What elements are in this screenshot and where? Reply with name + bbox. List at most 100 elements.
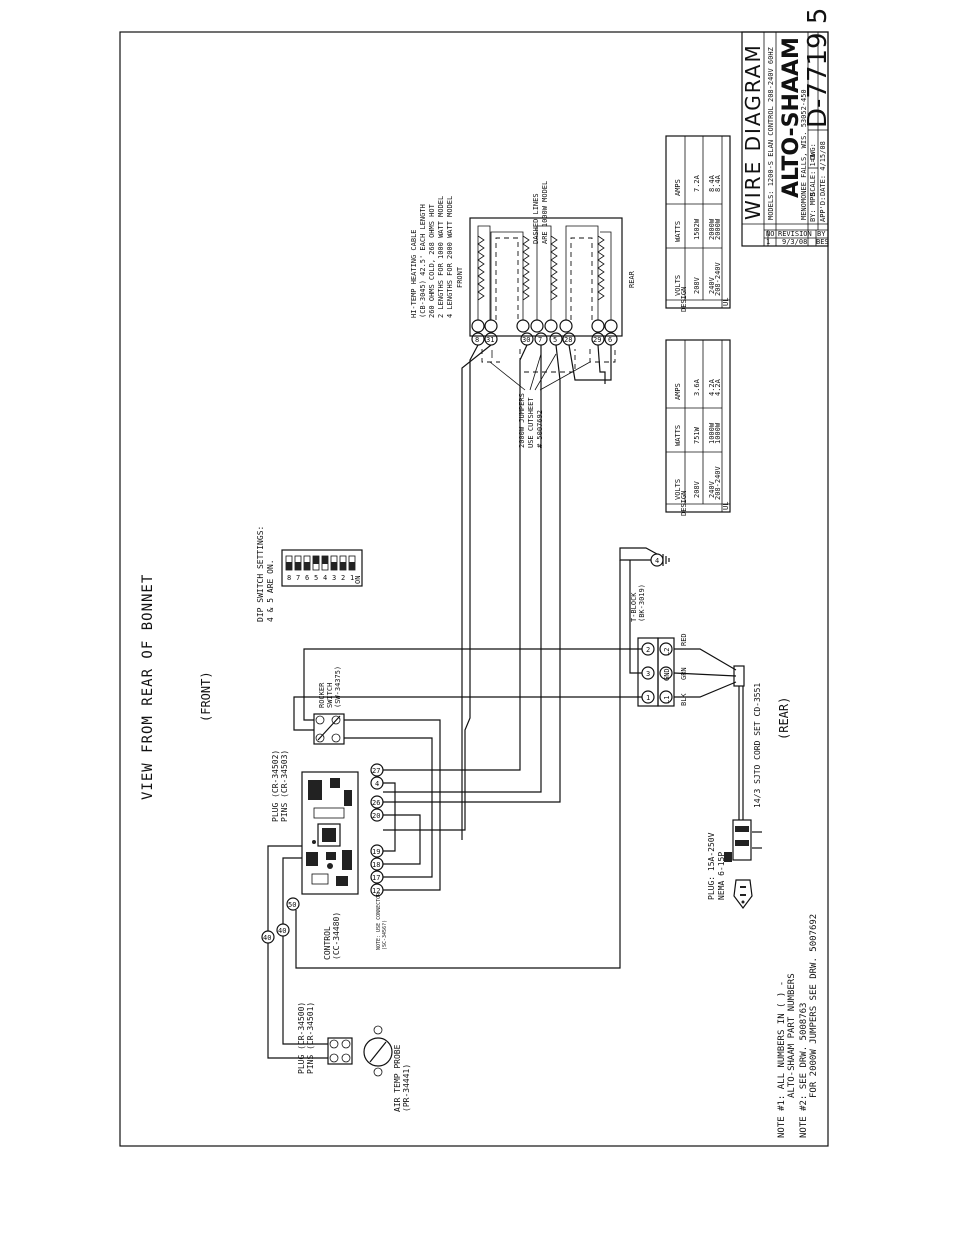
probe-pin-40b: 40 bbox=[278, 927, 286, 935]
t1000-h-watts: WATTS bbox=[674, 425, 682, 446]
control-pin-27: 27 bbox=[372, 767, 380, 775]
plug-top-label: PLUG (CR-34502) PINS (CR-34503) bbox=[271, 750, 289, 822]
t1000-r1-watts: 751W bbox=[693, 426, 701, 444]
t1000-r2-watts: 1000W bbox=[708, 422, 716, 444]
terminal-7: 7 bbox=[538, 336, 542, 344]
terminal-31: 31 bbox=[486, 336, 494, 344]
t2000-r1-volts: 208V bbox=[693, 276, 701, 294]
svg-text:PLUG (CR-34500): PLUG (CR-34500) bbox=[297, 1002, 306, 1074]
table-2000w: VOLTS WATTS AMPS 208V 1502W 7.2A 240V 20… bbox=[665, 135, 731, 312]
svg-text:PLUG: 15A-250V: PLUG: 15A-250V bbox=[707, 832, 716, 900]
svg-text:AIR TEMP PROBE: AIR TEMP PROBE bbox=[393, 1044, 402, 1112]
t2000-h-watts: WATTS bbox=[674, 221, 682, 242]
terminal-29: 29 bbox=[593, 336, 601, 344]
control-pin-19: 19 bbox=[372, 848, 380, 856]
diagram-border bbox=[119, 31, 829, 1147]
rear-label: (REAR) bbox=[777, 697, 791, 740]
heater-rear-label: REAR bbox=[628, 270, 636, 288]
t2000-r2-watts: 2000W bbox=[708, 218, 716, 240]
view-label: VIEW FROM REAR OF BONNET bbox=[140, 574, 156, 800]
t1000-side-design: DESIGN bbox=[680, 491, 688, 516]
svg-text:5: 5 bbox=[314, 574, 318, 582]
front-label: (FRONT) bbox=[199, 671, 213, 722]
svg-text:SWITCH: SWITCH bbox=[326, 683, 334, 708]
brand-logo: ALTO-SHAAM bbox=[779, 37, 804, 198]
t1000-side-ul: UL bbox=[722, 502, 730, 510]
control-board-outline bbox=[301, 771, 359, 895]
control-board: 27 4 26 20 19 18 17 12 50 bbox=[286, 763, 384, 911]
svg-text:ALTO-SHAAM PART NUMBERS: ALTO-SHAAM PART NUMBERS bbox=[787, 973, 797, 1098]
svg-text:2000W JUMPERS: 2000W JUMPERS bbox=[518, 393, 526, 448]
rev-header-revision: REVISION bbox=[778, 230, 812, 238]
rev-date: 9/3/08 bbox=[782, 238, 807, 246]
rev-by: BES bbox=[816, 238, 829, 246]
rocker-label: ROCKER SWITCH (SW-34375) bbox=[318, 666, 342, 708]
rocker-switch bbox=[313, 713, 345, 745]
by-text: BY: MPB bbox=[809, 192, 817, 222]
note-2: NOTE #2: SEE DRW. 5008763 FOR 2000W JUMP… bbox=[799, 914, 819, 1138]
svg-text:CONTROL: CONTROL bbox=[323, 926, 332, 960]
t2000-r3-amps: 8.4A bbox=[714, 174, 722, 192]
t1000-r3-amps: 4.2A bbox=[714, 378, 722, 396]
tblock-label: T-BLOCK (BK-3019) bbox=[630, 584, 646, 622]
t1000-r1-volts: 208V bbox=[693, 480, 701, 498]
svg-text:4 LENGTHS FOR 2000 WATT MODEL: 4 LENGTHS FOR 2000 WATT MODEL bbox=[446, 196, 454, 318]
scale-text: SCALE: 1=1 bbox=[809, 154, 817, 196]
svg-text:BLK: BLK bbox=[680, 693, 688, 706]
terminal-block: 2 3 1 L2 GND L1 RED GRN BLK bbox=[637, 633, 688, 707]
dip-switch: DIP SWITCH SETTINGS: 4 & 5 ARE ON. 8 7 6… bbox=[256, 526, 363, 622]
svg-text:(CC-34480): (CC-34480) bbox=[332, 912, 341, 960]
jumper-note: 2000W JUMPERS USE CUTSHEET # 5007692 bbox=[518, 393, 544, 448]
svg-text:3: 3 bbox=[332, 574, 336, 582]
t2000-side-design: DESIGN bbox=[680, 287, 688, 312]
t2000-r3-volts: 208-240V bbox=[714, 261, 722, 296]
terminal-8: 8 bbox=[475, 336, 479, 344]
connector-note: NOTE: USE CONNECTOR (SC-3456?) bbox=[376, 892, 388, 950]
plug-label: PLUG: 15A-250V NEMA 6-15P bbox=[707, 832, 726, 900]
svg-text:8: 8 bbox=[287, 574, 291, 582]
svg-text:RED: RED bbox=[680, 633, 688, 646]
svg-text:2: 2 bbox=[341, 574, 345, 582]
power-cord bbox=[673, 648, 762, 909]
svg-text:(PR-34441): (PR-34441) bbox=[402, 1064, 411, 1112]
svg-text:2 LENGTHS FOR 1000 WATT MODEL: 2 LENGTHS FOR 1000 WATT MODEL bbox=[437, 196, 445, 318]
t2000-r2-volts: 240V bbox=[708, 276, 716, 294]
svg-text:FOR 2000W JUMPERS SEE DRW. 500: FOR 2000W JUMPERS SEE DRW. 5007692 bbox=[809, 914, 819, 1098]
svg-text:PINS (CR-34501): PINS (CR-34501) bbox=[306, 1002, 315, 1074]
svg-text:L2: L2 bbox=[663, 648, 671, 656]
t2000-r1-watts: 1502W bbox=[693, 218, 701, 240]
svg-text:NEMA 6-15P: NEMA 6-15P bbox=[717, 852, 726, 900]
t2000-h-volts: VOLTS bbox=[674, 275, 682, 296]
svg-text:GND: GND bbox=[663, 668, 671, 681]
t1000-h-volts: VOLTS bbox=[674, 479, 682, 500]
svg-text:T-BLOCK: T-BLOCK bbox=[630, 592, 638, 622]
heater-cable-note: HI-TEMP HEATING CABLE (CB-3045) 42.5' EA… bbox=[410, 196, 454, 318]
dip-title-2: 4 & 5 ARE ON. bbox=[266, 559, 275, 622]
title-block: WIRE DIAGRAM MODELS: 1200-S ELAN CONTROL… bbox=[741, 8, 833, 247]
control-pin-20: 20 bbox=[372, 812, 380, 820]
rev-header-no: NO bbox=[766, 230, 774, 238]
dip-on-label: ON bbox=[354, 576, 362, 584]
terminal-30: 30 bbox=[522, 336, 530, 344]
cord-label: 14/3 SJTO CORD SET CD-3551 bbox=[753, 683, 762, 808]
svg-text:HI-TEMP HEATING CABLE: HI-TEMP HEATING CABLE bbox=[410, 229, 418, 318]
dashed-lines-note: DASHED LINES ARE 1000W MODEL bbox=[532, 181, 549, 244]
svg-text:(SC-3456?): (SC-3456?) bbox=[382, 920, 388, 950]
control-pin-12: 12 bbox=[372, 887, 380, 895]
svg-text:NOTE #2: SEE DRW. 5008763: NOTE #2: SEE DRW. 5008763 bbox=[799, 1003, 809, 1138]
svg-text:3: 3 bbox=[646, 670, 650, 678]
drawing-number: D-7719 5 bbox=[803, 8, 833, 128]
svg-text:L1: L1 bbox=[663, 696, 671, 704]
svg-text:(CB-3045) 42.5' EACH LENGTH: (CB-3045) 42.5' EACH LENGTH bbox=[419, 204, 427, 318]
t1000-h-amps: AMPS bbox=[674, 383, 682, 400]
control-pin-26: 26 bbox=[372, 799, 380, 807]
svg-text:PLUG (CR-34502): PLUG (CR-34502) bbox=[271, 750, 280, 822]
terminal-6: 6 bbox=[608, 336, 612, 344]
svg-text:ARE 1000W MODEL: ARE 1000W MODEL bbox=[541, 181, 549, 244]
svg-text:6: 6 bbox=[305, 574, 309, 582]
svg-text:NOTE #1: ALL NUMBERS IN ( ) -: NOTE #1: ALL NUMBERS IN ( ) - bbox=[777, 981, 787, 1138]
svg-text:1: 1 bbox=[350, 574, 354, 582]
control-pin-17: 17 bbox=[372, 874, 380, 882]
t1000-r2-volts: 240V bbox=[708, 480, 716, 498]
